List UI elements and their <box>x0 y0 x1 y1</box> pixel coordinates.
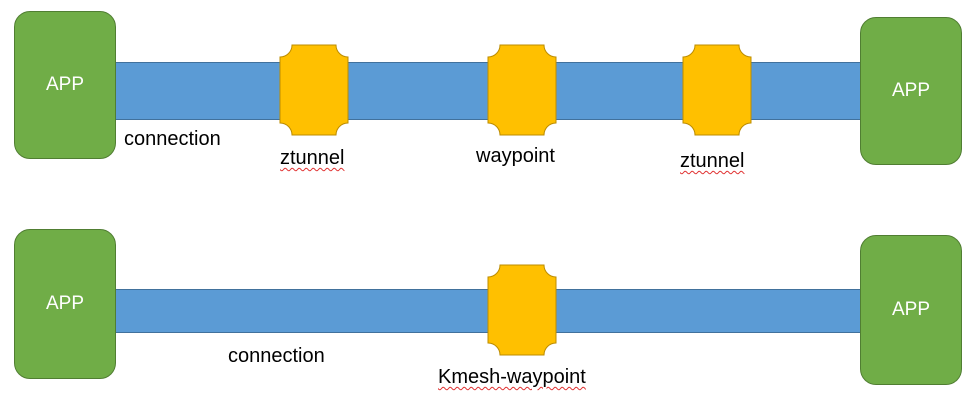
ztunnel-label-left: ztunnel <box>280 147 345 169</box>
plaque-shape <box>682 44 752 136</box>
waypoint-node <box>487 44 557 136</box>
ztunnel-node-right <box>682 44 752 136</box>
plaque-shape <box>487 44 557 136</box>
kmesh-waypoint-node <box>487 264 557 356</box>
app-label: APP <box>891 80 931 101</box>
app-box-left-2: APP <box>14 229 116 379</box>
app-label: APP <box>45 74 85 95</box>
app-box-right-1: APP <box>860 17 962 165</box>
plaque-shape <box>279 44 349 136</box>
ztunnel-node-left <box>279 44 349 136</box>
connection-label-1: connection <box>124 128 221 150</box>
connection-label-2: connection <box>228 345 325 367</box>
app-box-left-1: APP <box>14 11 116 159</box>
kmesh-waypoint-label: Kmesh-waypoint <box>438 366 586 388</box>
app-box-right-2: APP <box>860 235 962 385</box>
ztunnel-label-right: ztunnel <box>680 150 745 172</box>
app-label: APP <box>45 293 85 314</box>
app-label: APP <box>891 299 931 320</box>
waypoint-label: waypoint <box>476 145 555 167</box>
plaque-shape <box>487 264 557 356</box>
